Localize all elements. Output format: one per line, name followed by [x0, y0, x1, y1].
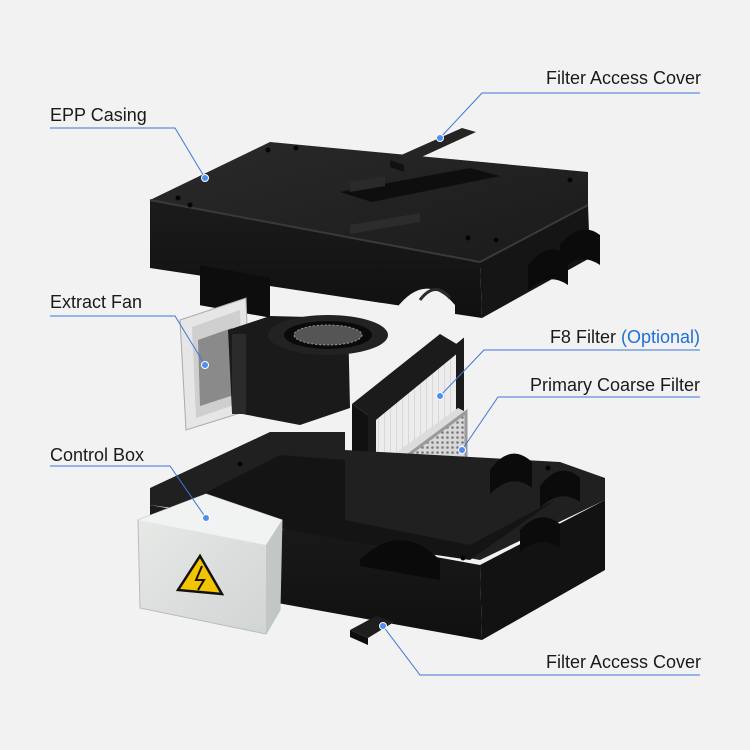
control-box	[137, 493, 283, 635]
high-voltage-warning-icon	[175, 553, 225, 596]
label-filter-access-cover-top: Filter Access Cover	[545, 68, 701, 88]
extract-fan	[179, 297, 388, 431]
epp-casing	[149, 142, 600, 318]
marker-dots	[201, 134, 466, 630]
label-f8-filter-name: F8 Filter	[549, 327, 616, 347]
label-extract-fan: Extract Fan	[50, 292, 143, 312]
label-primary-coarse-filter: Primary Coarse Filter	[529, 375, 700, 395]
leader-lines	[50, 92, 700, 676]
label-f8-optional: (Optional)	[620, 327, 700, 347]
label-control-box: Control Box	[50, 445, 145, 465]
filter-access-cover-top-part	[350, 128, 476, 192]
filter-access-cover-bottom-part	[350, 616, 394, 645]
label-f8-filter: F8 Filter (Optional)	[550, 326, 700, 348]
label-filter-access-cover-bottom: Filter Access Cover	[545, 652, 701, 672]
label-epp-casing: EPP Casing	[50, 105, 147, 125]
